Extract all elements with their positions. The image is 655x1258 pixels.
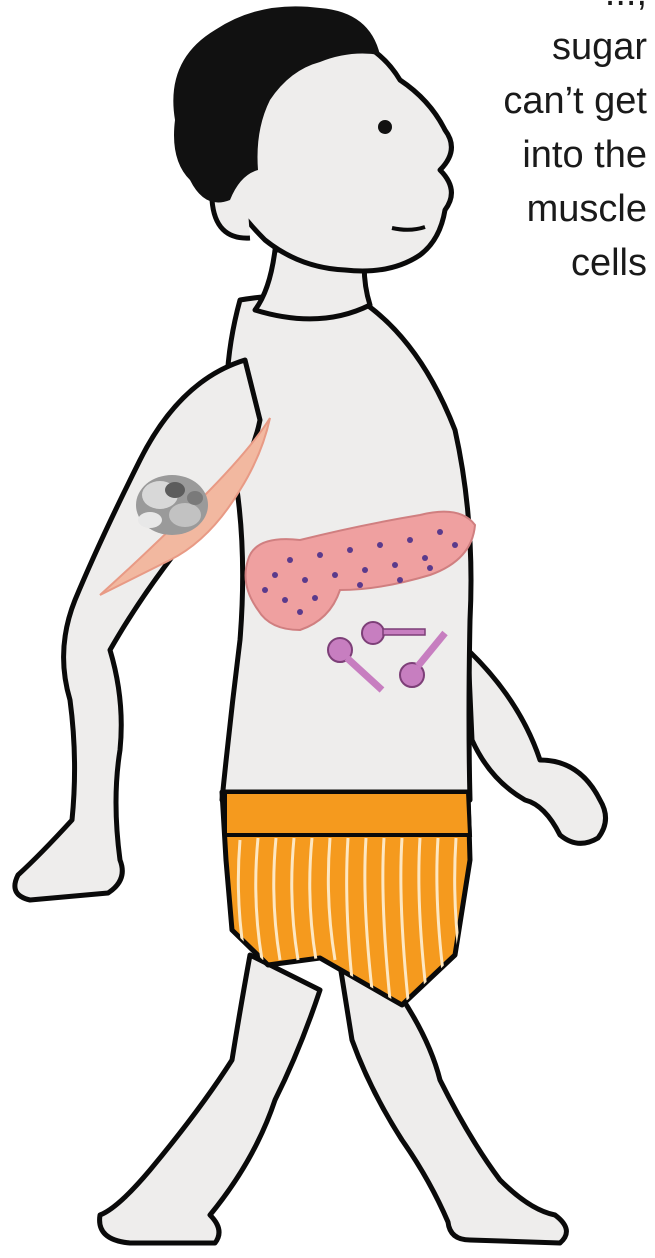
right-leg: [340, 965, 566, 1243]
sugar-cluster: [136, 475, 208, 535]
back-arm: [468, 650, 606, 843]
eye: [378, 120, 392, 134]
left-leg: [100, 955, 320, 1243]
